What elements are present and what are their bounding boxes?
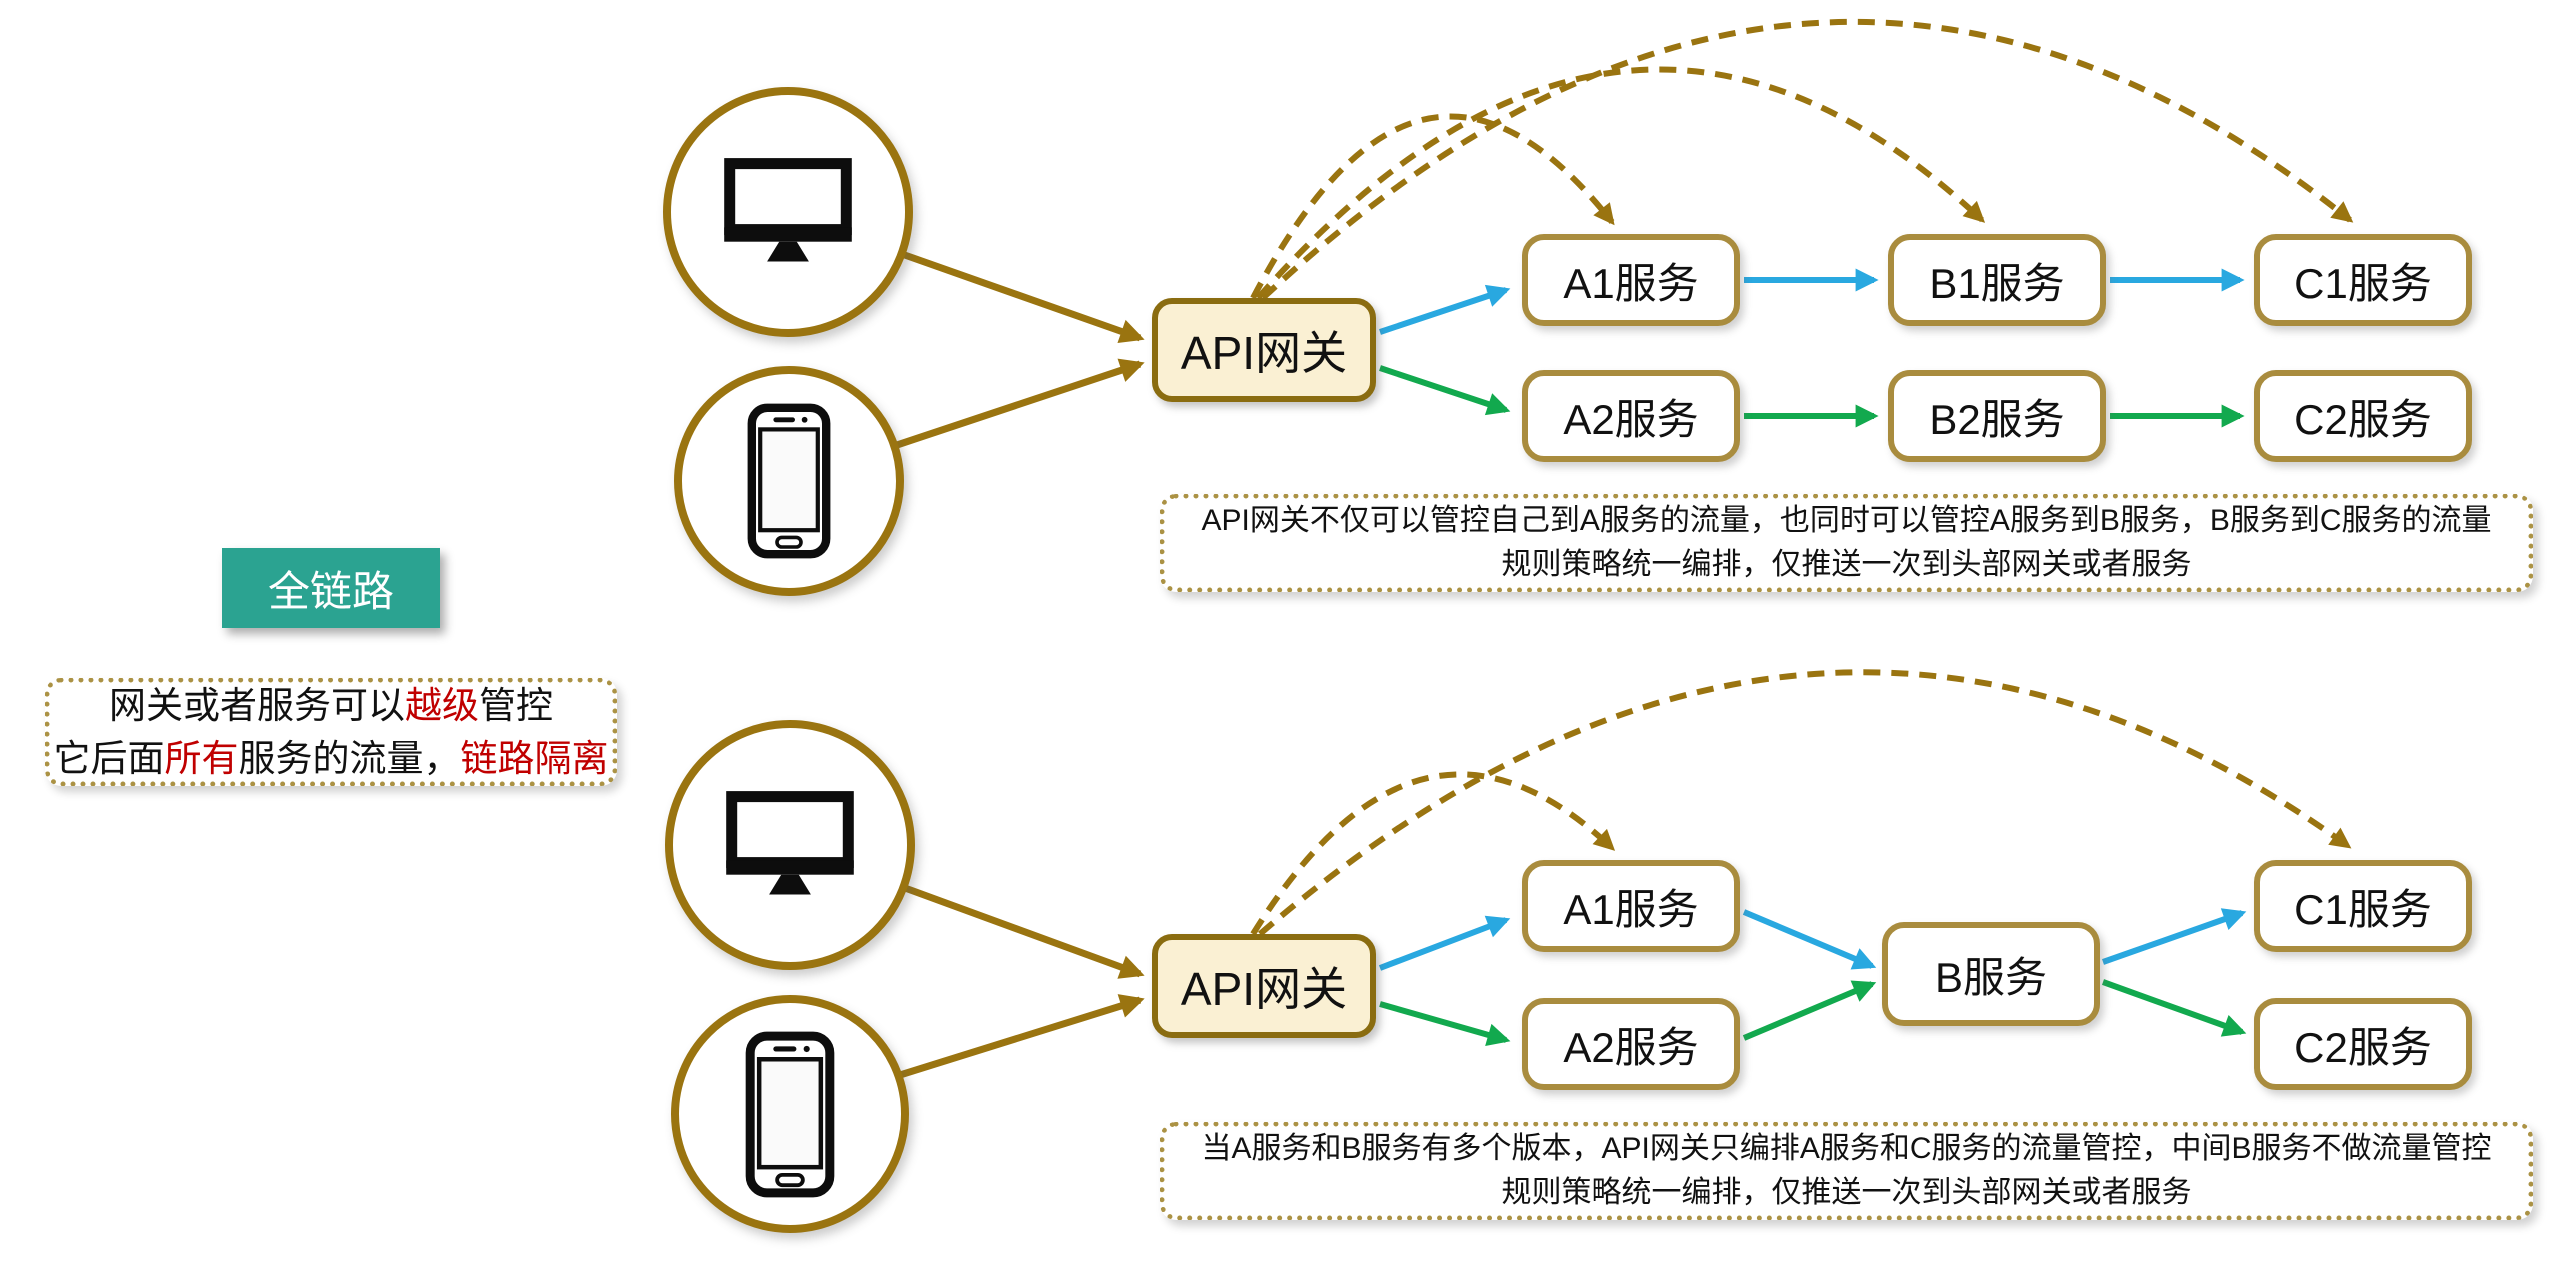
smartphone-icon bbox=[747, 403, 831, 559]
desktop-icon bbox=[726, 791, 854, 895]
service-label: C1服务 bbox=[2294, 885, 2432, 933]
desktop-icon bbox=[724, 158, 852, 262]
badge-label: 全链路 bbox=[267, 567, 394, 615]
gateway-label: API网关 bbox=[1180, 327, 1348, 379]
service-label: C2服务 bbox=[2294, 395, 2432, 443]
service-node-b2-top: B2服务 bbox=[1888, 370, 2106, 462]
note-line: 规则策略统一编排，仅推送一次到头部网关或者服务 bbox=[1501, 1176, 2192, 1209]
service-label: A2服务 bbox=[1563, 1023, 1699, 1071]
service-label: C2服务 bbox=[2294, 1023, 2432, 1071]
service-node-c1-top: C1服务 bbox=[2254, 234, 2472, 326]
note-line: 它后面所有服务的流量，链路隔离 bbox=[53, 738, 609, 779]
note-line: 规则策略统一编排，仅推送一次到头部网关或者服务 bbox=[1501, 548, 2192, 581]
service-node-a1-top: A1服务 bbox=[1522, 234, 1740, 326]
service-label: C1服务 bbox=[2294, 259, 2432, 307]
gateway-label: API网关 bbox=[1180, 963, 1348, 1015]
service-node-a2-bottom: A2服务 bbox=[1522, 998, 1740, 1090]
client-node-desktop-top bbox=[663, 87, 913, 337]
service-node-b1-top: B1服务 bbox=[1888, 234, 2106, 326]
note-line: 当A服务和B服务有多个版本，API网关只编排A服务和C服务的流量管控，中间B服务… bbox=[1201, 1132, 2492, 1165]
client-node-smartphone-top bbox=[674, 366, 904, 596]
bottom-flow-note: 当A服务和B服务有多个版本，API网关只编排A服务和C服务的流量管控，中间B服务… bbox=[1160, 1122, 2533, 1220]
top-flow-note: API网关不仅可以管控自己到A服务的流量，也同时可以管控A服务到B服务，B服务到… bbox=[1160, 494, 2533, 592]
service-node-c2-top: C2服务 bbox=[2254, 370, 2472, 462]
client-node-smartphone-bottom bbox=[671, 995, 909, 1233]
service-label: A2服务 bbox=[1563, 395, 1699, 443]
gateway-node-bottom: API网关 bbox=[1152, 934, 1376, 1038]
note-line: 网关或者服务可以越级管控 bbox=[109, 685, 553, 726]
note-line: API网关不仅可以管控自己到A服务的流量，也同时可以管控A服务到B服务，B服务到… bbox=[1201, 504, 2492, 537]
service-node-c2-bottom: C2服务 bbox=[2254, 998, 2472, 1090]
service-node-a1-bottom: A1服务 bbox=[1522, 860, 1740, 952]
service-node-a2-top: A2服务 bbox=[1522, 370, 1740, 462]
client-node-desktop-bottom bbox=[665, 720, 915, 970]
service-label: A1服务 bbox=[1563, 885, 1699, 933]
service-node-b-bottom: B服务 bbox=[1882, 922, 2100, 1026]
gateway-node-top: API网关 bbox=[1152, 298, 1376, 402]
service-node-c1-bottom: C1服务 bbox=[2254, 860, 2472, 952]
service-label: B1服务 bbox=[1929, 259, 2065, 307]
service-label: B服务 bbox=[1934, 953, 2047, 1001]
left-note: 网关或者服务可以越级管控 它后面所有服务的流量，链路隔离 bbox=[45, 678, 617, 786]
service-label: B2服务 bbox=[1929, 395, 2065, 443]
service-label: A1服务 bbox=[1563, 259, 1699, 307]
full-link-badge: 全链路 bbox=[222, 548, 440, 628]
smartphone-icon bbox=[745, 1031, 835, 1197]
